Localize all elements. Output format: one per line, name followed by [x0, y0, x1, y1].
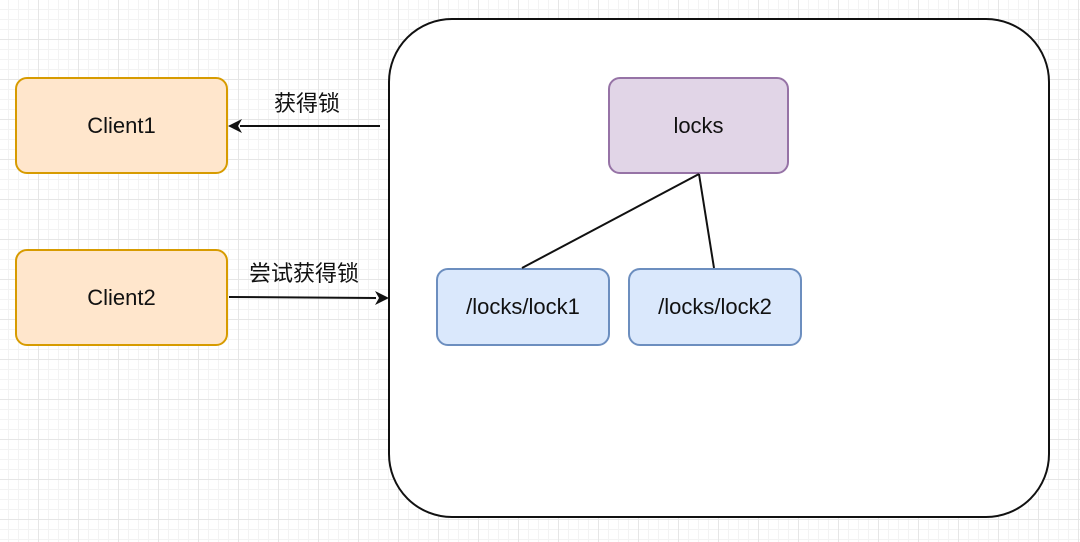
lock2-node[interactable]: /locks/lock2: [628, 268, 802, 346]
client2-node[interactable]: Client2: [15, 249, 228, 346]
locks-label: locks: [673, 112, 724, 138]
lock1-node[interactable]: /locks/lock1: [436, 268, 610, 346]
lock1-label: /locks/lock1: [466, 294, 580, 319]
client1-node[interactable]: Client1: [15, 77, 228, 174]
acquire-lock-arrowhead: [228, 119, 242, 133]
try-acquire-lock-label: 尝试获得锁: [249, 262, 360, 287]
locks-node[interactable]: locks: [608, 77, 789, 174]
client2-label: Client2: [87, 284, 156, 310]
client1-label: Client1: [87, 112, 156, 138]
try-acquire-arrow-line: [228, 296, 377, 299]
lock2-label: /locks/lock2: [658, 294, 772, 319]
try-acquire-arrowhead: [375, 291, 389, 305]
acquire-lock-label: 获得锁: [274, 92, 341, 117]
